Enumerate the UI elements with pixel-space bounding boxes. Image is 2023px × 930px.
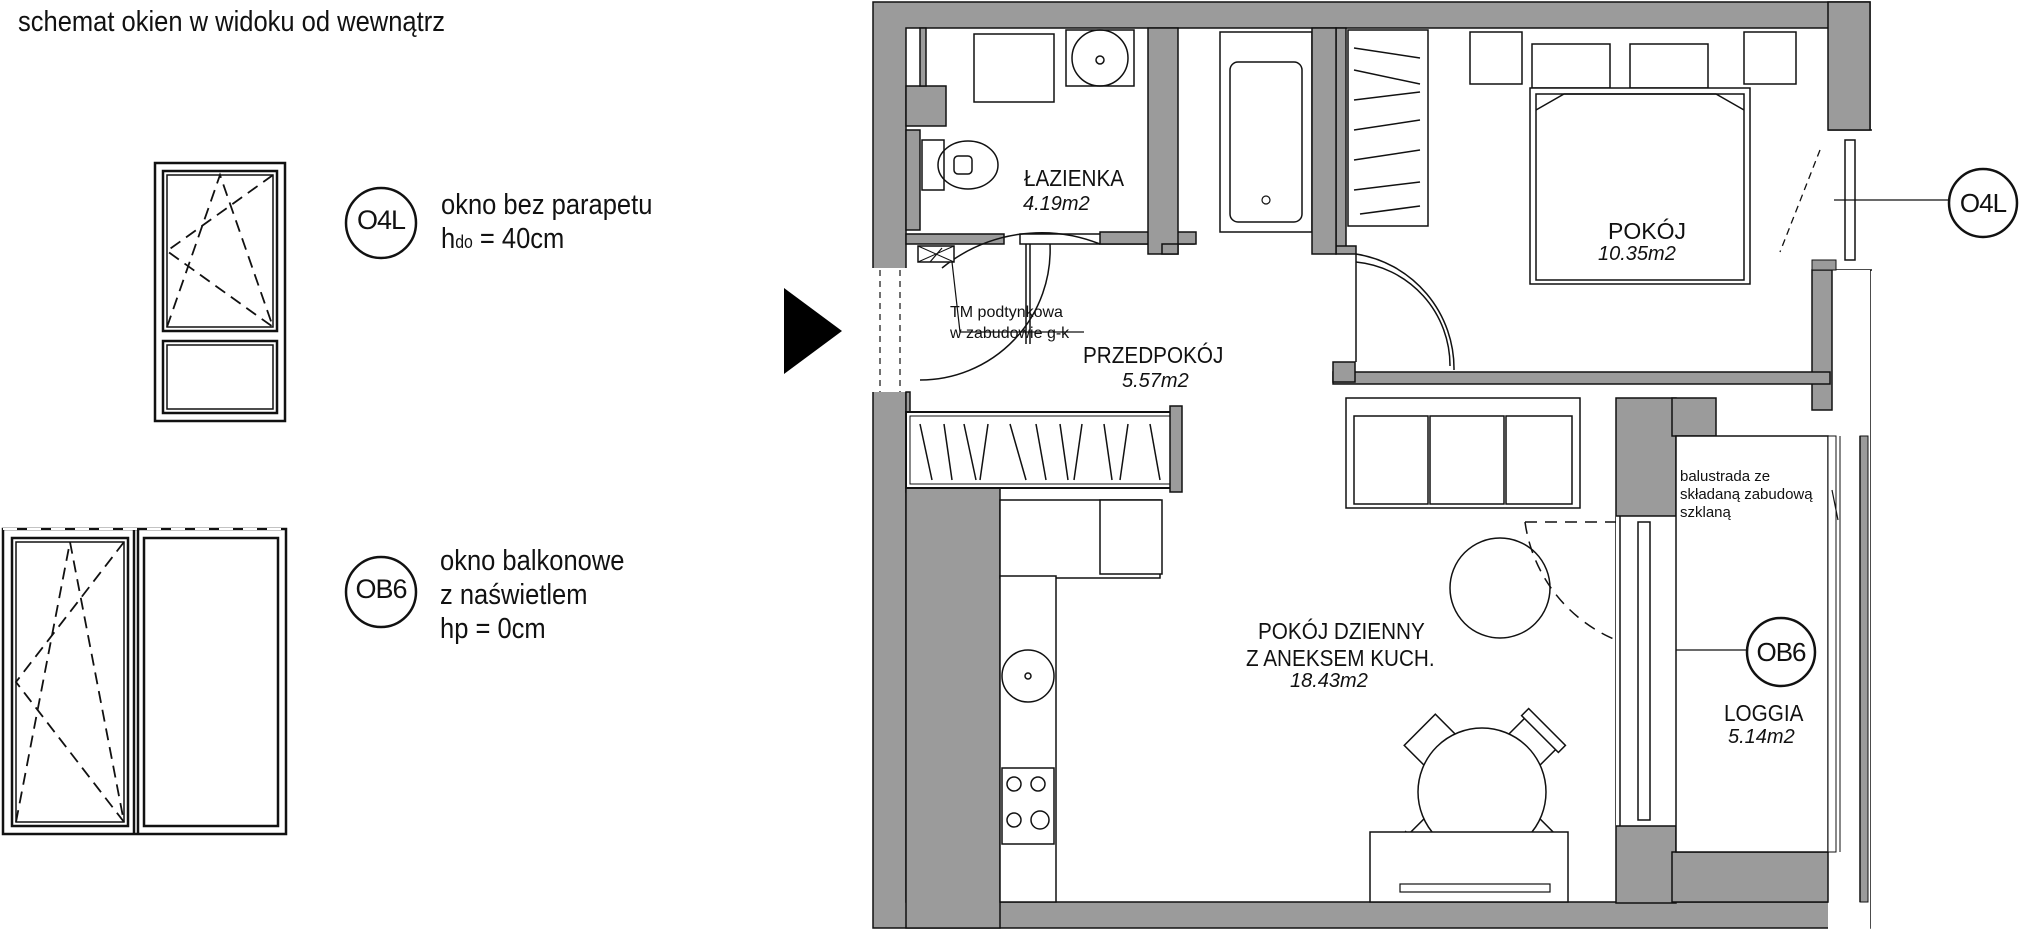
bathroom-area: 4.19m2 [1023,193,1090,215]
tm-note-line1: TM podtynkowa [950,304,1063,321]
window-o4l-line2: hdo = 40cm [441,222,652,259]
window-ob6-description: okno balkonowe z naświetlem hp = 0cm [440,544,624,646]
loggia-name: LOGGIA [1724,700,1804,726]
window-ob6-tag-label: OB6 [355,574,407,604]
window-o4l-line1: okno bez parapetu [441,189,653,221]
window-ob6-line2: z naświetlem [440,579,588,611]
hallway-area: 5.57m2 [1122,370,1189,392]
living-room-name-line2: Z ANEKSEM KUCH. [1246,645,1435,671]
window-o4l-diagram [153,161,287,423]
window-ob6-tag [344,555,418,629]
entrance-arrow-icon [784,288,842,374]
plan-tag-o4l-circle [1947,167,2019,239]
window-o4l-tag-label: O4L [356,205,406,235]
hallway-name: PRZEDPOKÓJ [1083,342,1224,368]
window-ob6-line1: okno balkonowe [440,545,625,577]
balustrade-note-line1: balustrada ze [1680,468,1771,485]
window-o4l-line2-suffix: = 40cm [472,223,565,255]
plan-tag-ob6-circle [1745,616,1817,688]
window-o4l-line2-prefix: h [441,223,456,255]
living-room-name-line1: POKÓJ DZIENNY [1258,618,1425,644]
tm-note-line2: w zabudowie g-k [950,325,1070,342]
living-room-area: 18.43m2 [1290,670,1368,692]
plan-tag-o4l-label: O4L [1959,188,2007,218]
window-o4l-line2-sub: do [455,232,473,252]
bedroom-name: POKÓJ [1608,218,1686,244]
window-o4l-description: okno bez parapetu hdo = 40cm [441,188,652,259]
page-title: schemat okien w widoku od wewnątrz [18,6,445,38]
window-ob6-diagram [1,527,288,836]
loggia-area: 5.14m2 [1728,726,1795,748]
plan-tag-ob6-label: OB6 [1756,637,1806,667]
balustrade-note-line3: szklaną [1680,504,1731,521]
bedroom-area: 10.35m2 [1598,243,1676,265]
window-ob6-line3: hp = 0cm [440,613,546,645]
bathroom-name: ŁAZIENKA [1024,165,1125,191]
window-o4l-tag [344,186,418,260]
floor-plan [872,1,2019,930]
balustrade-note-line2: składaną zabudową [1680,486,1813,503]
